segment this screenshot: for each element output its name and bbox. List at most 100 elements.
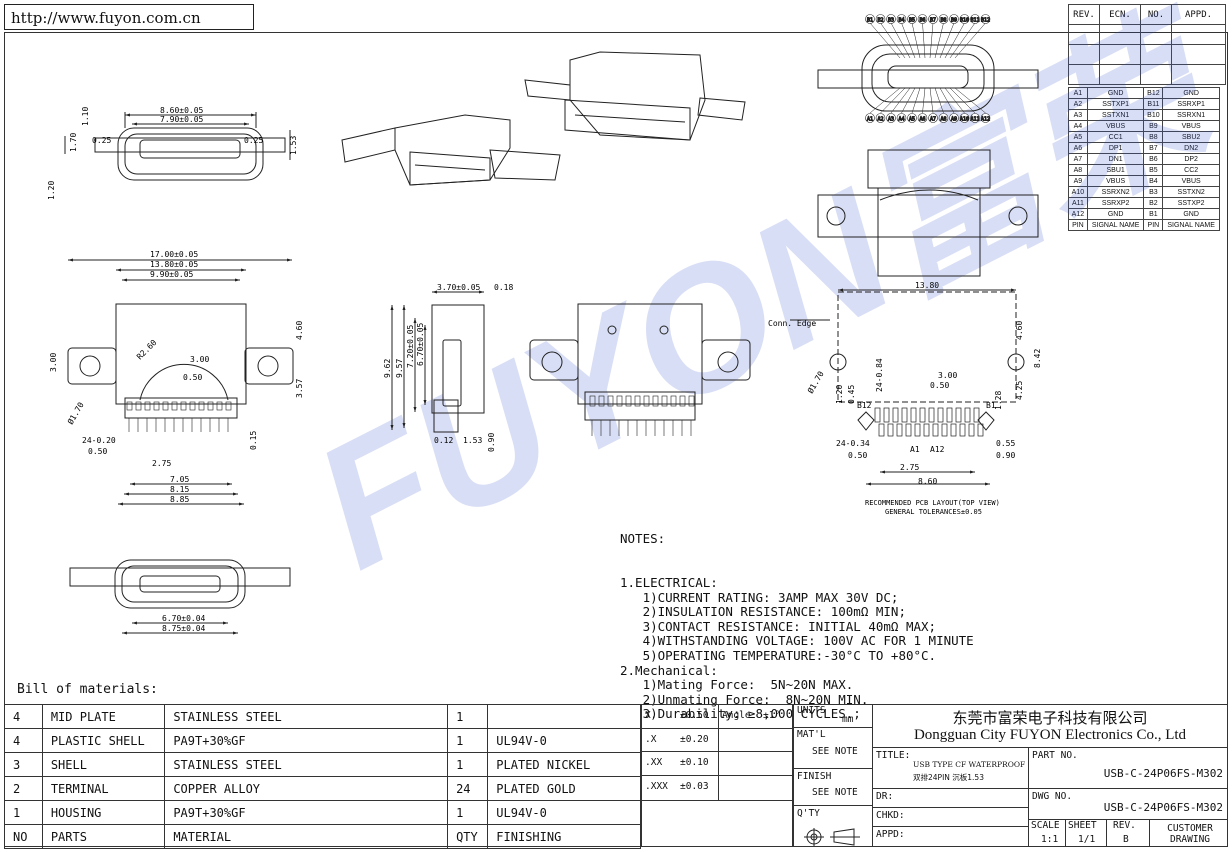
tolerance-spacer	[718, 751, 793, 776]
scale-value: 1:1	[1041, 834, 1059, 845]
terminal-pin	[598, 395, 605, 407]
svg-text:9.57: 9.57	[395, 359, 404, 378]
title-cell: TITLE: USB TYPE CF WATERPROOF 双排24PIN 沉板…	[872, 747, 1029, 789]
svg-text:17.00±0.05: 17.00±0.05	[150, 250, 198, 259]
bom-cell: MATERIAL	[164, 824, 449, 849]
svg-text:8.75±0.04: 8.75±0.04	[162, 624, 206, 633]
bom-cell: PA9T+30%GF	[164, 800, 449, 825]
bom-cell: PLASTIC SHELL	[41, 728, 166, 753]
pin-leader-line	[901, 87, 916, 114]
angle-label: Angle	[722, 710, 751, 721]
svg-text:0.90: 0.90	[996, 451, 1015, 460]
pin-label-top: B12	[981, 18, 990, 24]
company-name-en: Dongguan City FUYON Electronics Co., Ltd	[913, 727, 1187, 743]
sheet-cell: SHEET 1/1	[1065, 819, 1107, 847]
sheet-label: SHEET	[1068, 820, 1097, 831]
svg-text:13.80±0.05: 13.80±0.05	[150, 260, 198, 269]
pin-label-bottom: A9	[951, 117, 957, 123]
terminal-pin	[607, 395, 614, 407]
pcb-pad	[896, 423, 903, 437]
bom-cell: 1	[447, 752, 489, 777]
pin-leader-line	[939, 22, 955, 59]
svg-text:4.25: 4.25	[1015, 381, 1024, 400]
terminal-pin	[144, 401, 151, 411]
tolerance-spacer: Angle ±1°	[718, 704, 793, 729]
pin-leader-line	[939, 87, 955, 114]
pin-leader-line	[949, 22, 976, 59]
pin-callout-circle	[970, 113, 980, 123]
projection-symbol-icon	[804, 828, 860, 846]
tolerance-format: X.	[645, 710, 657, 721]
terminal-pin	[625, 395, 632, 407]
note-line: 1)CURRENT RATING: 3AMP MAX 30V DC;	[620, 589, 899, 605]
note-line: 2)INSULATION RESISTANCE: 100mΩ MIN;	[620, 604, 906, 620]
terminal-pin	[135, 401, 142, 411]
appd-label: APPD:	[876, 829, 905, 840]
title-label: TITLE:	[876, 750, 911, 761]
isometric-view-left	[341, 114, 561, 186]
svg-text:3.57: 3.57	[295, 379, 304, 398]
tolerance-spacer	[718, 728, 793, 752]
note-line: 3)CONTACT RESISTANCE: INITIAL 40mΩ MAX;	[620, 618, 937, 634]
bom-cell: PARTS	[41, 824, 166, 849]
pin-leader-line	[929, 87, 934, 114]
bom-cell: 4	[4, 704, 43, 729]
website-url[interactable]: http://www.fuyon.com.cn	[4, 4, 254, 30]
units-value: mm	[842, 714, 854, 725]
pin-callout-circle	[938, 113, 949, 123]
pin-callout-circle	[896, 113, 907, 123]
pin-label-top: B4	[898, 18, 904, 24]
svg-text:0.90: 0.90	[487, 433, 496, 452]
svg-text:0.25: 0.25	[244, 136, 263, 145]
tolerance-value: ±0.20	[680, 734, 709, 745]
bom-title: Bill of materials:	[17, 682, 158, 697]
pin-leader-line	[869, 87, 901, 114]
tolerance-caption: GENERAL TOLERANCES±0.05	[885, 508, 982, 516]
pin-leader-line	[911, 87, 921, 114]
pin-label-bottom: A10	[960, 117, 969, 123]
svg-text:9.90±0.05: 9.90±0.05	[150, 270, 194, 279]
svg-text:8.42: 8.42	[1033, 349, 1042, 368]
svg-text:1.10: 1.10	[81, 107, 90, 126]
pin-callout-circle	[875, 14, 886, 24]
notes-section: NOTES: 1.ELECTRICAL: 1)CURRENT RATING: 3…	[620, 503, 974, 737]
svg-text:0.50: 0.50	[930, 381, 949, 390]
pin-label-top: B6	[919, 18, 925, 24]
finish-cell: FINISH SEE NOTE	[793, 768, 873, 806]
svg-text:3.00: 3.00	[938, 371, 957, 380]
bom-cell: TERMINAL	[41, 776, 166, 801]
pcb-pad	[928, 407, 935, 423]
svg-text:3.70±0.05: 3.70±0.05	[437, 283, 481, 292]
bom-cell: 1	[447, 704, 489, 729]
right-pcb-view	[817, 149, 1039, 277]
pcb-pad	[932, 423, 939, 437]
qty-label: Q'TY	[797, 808, 820, 819]
pcb-pad	[977, 423, 984, 437]
bom-cell: COPPER ALLOY	[164, 776, 449, 801]
svg-text:B1: B1	[986, 401, 996, 410]
bom-cell: QTY	[447, 824, 489, 849]
note-line: 3)Durability: ≥8,000 CYCLES.;	[620, 706, 861, 722]
bom-cell: 3	[4, 752, 43, 777]
svg-text:24-0.84: 24-0.84	[875, 358, 884, 392]
pin-label-bottom: A7	[930, 117, 936, 123]
svg-text:7.20±0.05: 7.20±0.05	[406, 324, 415, 368]
svg-text:3.00: 3.00	[190, 355, 209, 364]
tolerance-row: .XX±0.10	[641, 751, 719, 776]
terminal-pin	[126, 401, 133, 411]
pin-leader-line	[880, 87, 906, 114]
tolerance-value: ±0.10	[680, 757, 709, 768]
notes-title: NOTES:	[620, 531, 666, 547]
matl-value: SEE NOTE	[812, 746, 858, 757]
svg-text:2.75: 2.75	[152, 459, 171, 468]
bom-cell: PA9T+30%GF	[164, 728, 449, 753]
matl-cell: MAT'L SEE NOTE	[793, 727, 873, 769]
note-line: 1)Mating Force: 5N~20N MAX.	[620, 677, 854, 693]
pin-label-top: B2	[877, 18, 883, 24]
angle-value: ±1°	[763, 710, 781, 721]
